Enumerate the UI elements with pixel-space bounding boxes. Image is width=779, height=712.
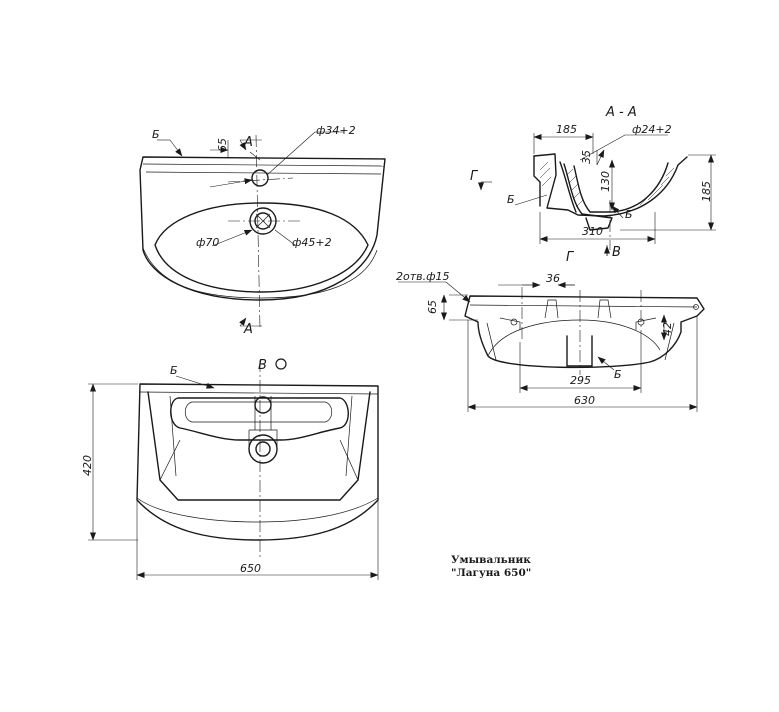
section-hole-dim: ф24+2 (632, 123, 672, 136)
view-v-label: В (258, 358, 267, 373)
section-bottom-dim: 310 (582, 225, 603, 238)
arrow-mark-g1: Г (470, 169, 479, 184)
front-dim-630: 630 (574, 394, 595, 407)
arrow-mark-v: В (612, 245, 621, 260)
section-dim-35: 35 (580, 150, 593, 164)
top-leader-b: Б (152, 128, 160, 141)
front-dim-295: 295 (570, 374, 591, 387)
caption-title: Умывальник (451, 554, 531, 566)
bottom-view (88, 360, 379, 580)
bottom-height-dim: 420 (81, 455, 94, 476)
section-mark-bottom: А (243, 322, 253, 337)
front-dim-36: 36 (546, 272, 560, 285)
section-dim-130: 130 (599, 171, 612, 192)
section-title: А - А (605, 105, 637, 120)
view-v-circle-icon (275, 358, 287, 370)
section-a-a-view (478, 133, 716, 256)
drain-outer-dim: ф70 (196, 236, 219, 249)
tap-hole-dim: ф34+2 (316, 124, 356, 137)
bottom-leader-b: Б (170, 364, 178, 377)
drain-inner-dim: ф45+2 (292, 236, 332, 249)
section-top-width: 185 (556, 123, 577, 136)
caption-model: "Лагуна 650" (451, 567, 531, 579)
arrow-mark-g2: Г (566, 250, 575, 265)
section-leader-b2: Б (625, 208, 633, 221)
top-offset-dim: 65 (216, 138, 229, 152)
front-dim-65: 65 (426, 300, 439, 314)
front-dim-42: 42 (661, 322, 674, 336)
front-view (398, 281, 705, 412)
front-leader-b: Б (614, 368, 622, 381)
section-height-dim: 185 (700, 181, 713, 202)
section-leader-b1: Б (507, 193, 515, 206)
section-mark-top: А (243, 135, 253, 150)
front-holes-dim: 2отв.ф15 (396, 270, 450, 283)
bottom-width-dim: 650 (240, 562, 261, 575)
top-view (139, 131, 386, 329)
